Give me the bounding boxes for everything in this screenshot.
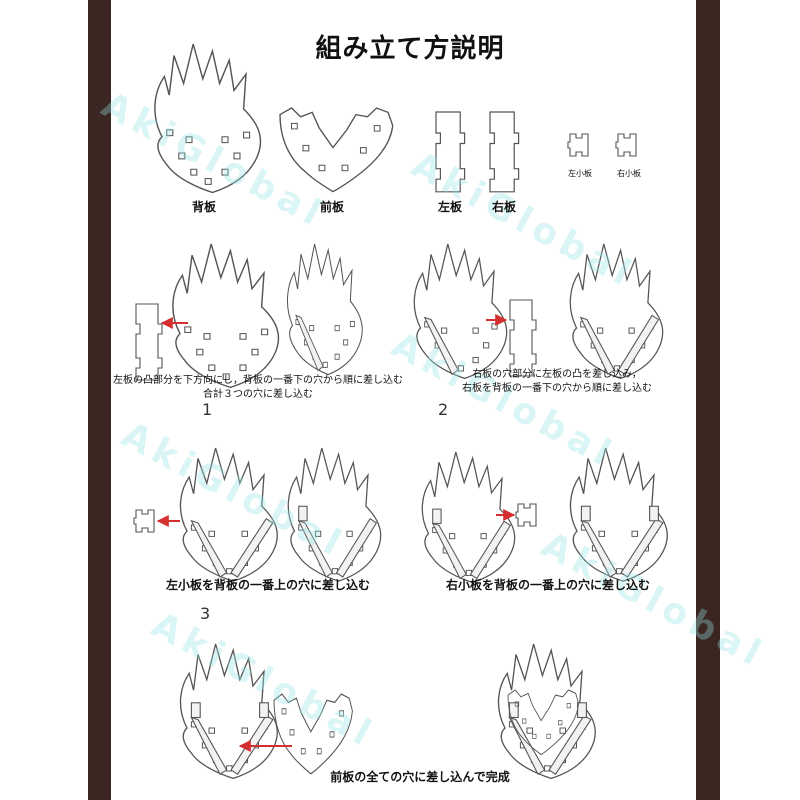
left-frame-border — [88, 0, 111, 800]
step2-result — [570, 244, 662, 378]
label-left-small-board: 左小板 — [568, 169, 592, 178]
step1-back-board — [172, 243, 280, 389]
step4-caption: 右小板を背板の一番上の穴に差し込む — [445, 578, 651, 592]
step1-left-board — [135, 303, 163, 381]
step1-result — [287, 244, 362, 375]
step2-number: 2 — [438, 400, 449, 419]
part-right-board — [489, 111, 520, 193]
step2-right-board — [509, 299, 537, 377]
part-left-board — [435, 111, 466, 193]
step1-caption-line1: 左板の凸部分を下方向にし，背板の一番下の穴から順に差し込む — [113, 375, 403, 386]
label-right-small-board: 右小板 — [617, 169, 641, 178]
step5-front-board — [273, 693, 354, 775]
part-right-small-board — [615, 133, 637, 157]
label-left-board: 左板 — [437, 200, 463, 214]
page-title: 組み立て方説明 — [315, 34, 505, 64]
step2-caption: 右板の穴部分に左板の凸を差し込み， 右板を背板の一番下の穴から順に差し込む — [462, 368, 652, 396]
step4-back-board — [422, 452, 514, 583]
step5-caption: 前板の全ての穴に差し込んで完成 — [330, 770, 510, 784]
step5-back-board — [180, 644, 277, 778]
step3-number: 3 — [200, 604, 211, 623]
step2-caption-line1: 右板の穴部分に左板の凸を差し込み， — [472, 369, 642, 380]
step1-number: 1 — [202, 400, 213, 419]
step1-caption-line2: 合計３つの穴に差し込む — [203, 389, 313, 400]
label-back-board: 背板 — [191, 200, 217, 214]
part-front-board — [279, 107, 394, 193]
step3-left-small-board — [133, 509, 155, 533]
part-back-board — [154, 43, 262, 194]
instruction-sheet — [111, 0, 696, 800]
step3-caption: 左小板を背板の一番上の穴に差し込む — [165, 578, 371, 592]
label-right-board: 右板 — [491, 200, 517, 214]
step4-right-small-board — [515, 503, 537, 527]
step5-completed — [498, 644, 595, 778]
step2-caption-line2: 右板を背板の一番下の穴から順に差し込む — [462, 383, 652, 394]
step4-result — [570, 448, 667, 581]
step3-back-board — [180, 448, 277, 581]
step2-back-board — [414, 244, 506, 378]
part-left-small-board — [567, 133, 589, 157]
step3-result — [288, 448, 380, 581]
right-frame-border — [696, 0, 720, 800]
label-front-board: 前板 — [319, 200, 345, 214]
step1-caption: 左板の凸部分を下方向にし，背板の一番下の穴から順に差し込む 合計３つの穴に差し込… — [113, 374, 403, 402]
